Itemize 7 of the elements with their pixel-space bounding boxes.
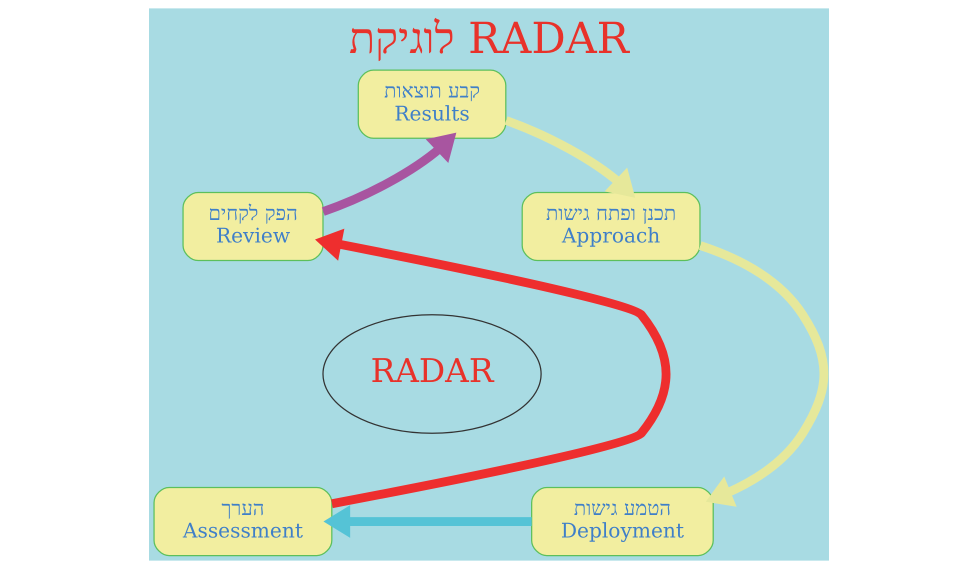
arrow [314, 228, 670, 508]
arrow [322, 505, 532, 538]
arrow [321, 132, 456, 216]
node-ellipse: RADAR [322, 314, 542, 434]
arrow [504, 116, 635, 198]
arrow [698, 241, 828, 507]
diagram-title: לוגיקת RADAR [348, 14, 628, 64]
